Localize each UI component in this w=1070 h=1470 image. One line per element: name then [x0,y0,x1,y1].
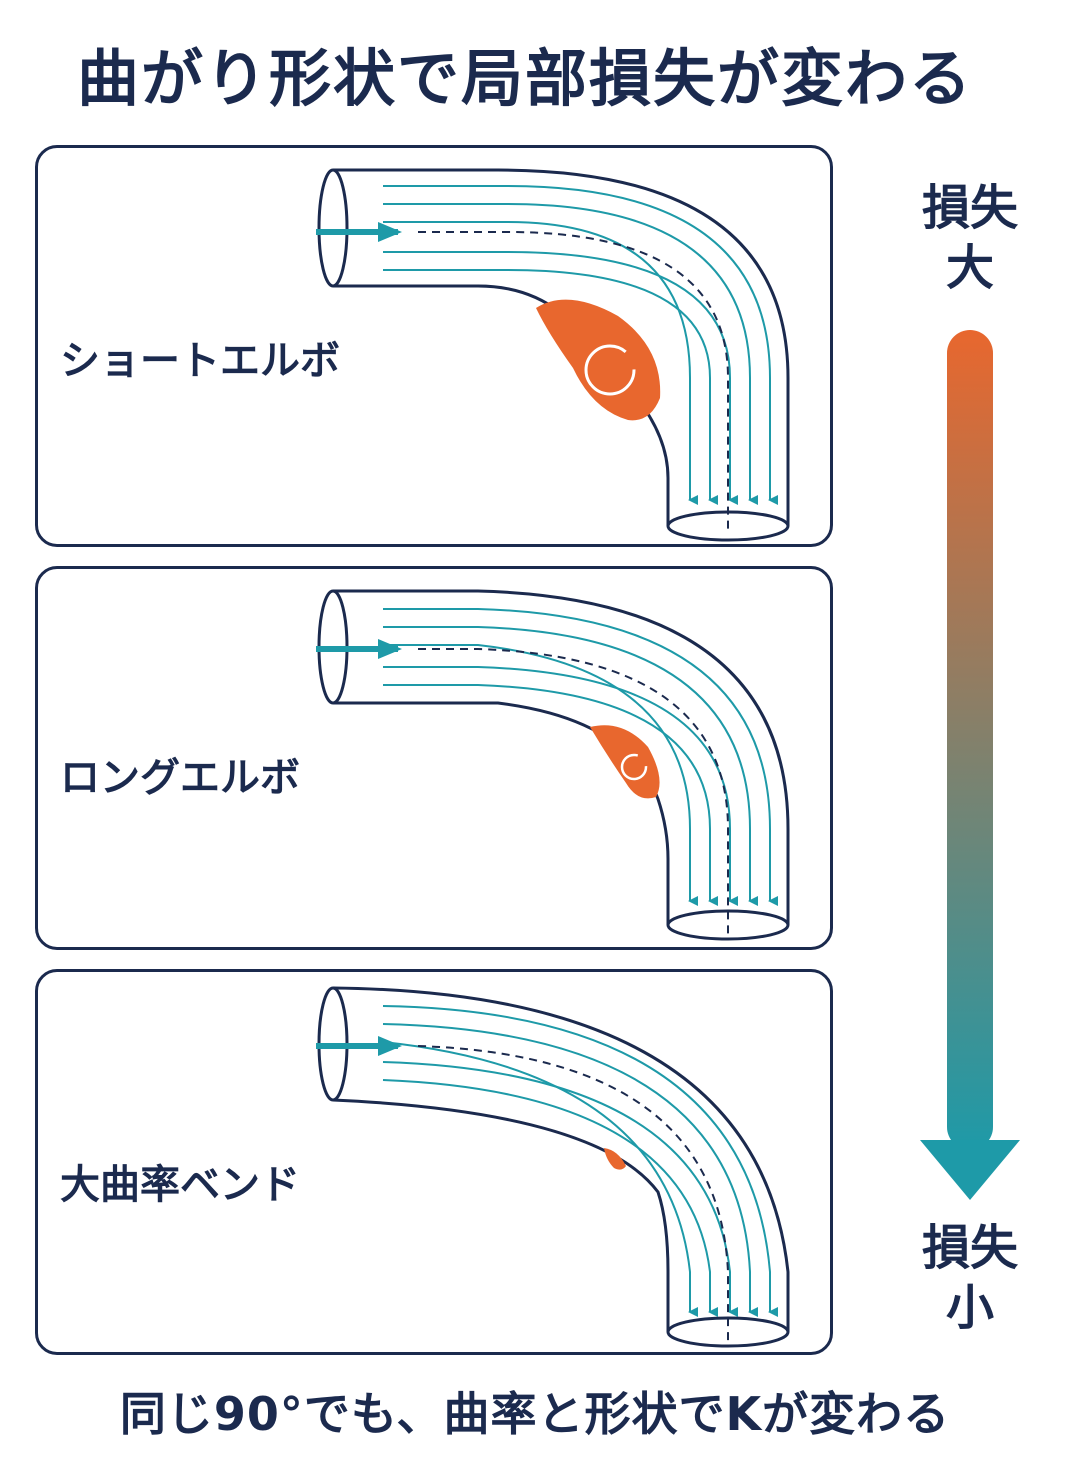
panel-large-radius-bend: 大曲率ベンド [35,969,833,1355]
loss-gradient-arrow [920,330,1020,1200]
short-elbow-diagram [316,168,790,542]
panel-label: ショートエルボ [60,338,340,384]
separation-vortex [536,299,661,421]
loss-large-text: 損失 大 [921,180,1018,296]
pipe-inner-wall [332,1098,670,1332]
pipe-inlet [317,168,349,288]
pipe-outer-wall [333,168,790,526]
vortex-swirl-icon [620,753,648,781]
separation-vortex [590,725,660,799]
large-radius-bend-diagram [316,986,790,1348]
panel-short-elbow: ショートエルボ [35,145,833,547]
pipe-outlet [666,909,790,941]
pipe-outer-wall [332,986,790,1332]
pipe-outer-wall [333,589,790,925]
loss-large-label: 損失 大 [905,178,1035,298]
loss-small-text: 損失 小 [921,1220,1018,1336]
vortex-swirl-icon [584,344,636,396]
panel-label: 大曲率ベンド [60,1162,300,1208]
separation-vortex [604,1148,626,1170]
long-elbow-diagram [316,589,790,941]
page-title: 曲がり形状で局部損失が変わる [76,42,973,115]
panel-long-elbow: ロングエルボ [35,566,833,950]
loss-small-label: 損失 小 [905,1218,1035,1338]
pipe-outlet [666,1316,790,1348]
caption: 同じ90°でも、曲率と形状でKが変わる [119,1387,951,1441]
panel-label: ロングエルボ [60,755,300,801]
